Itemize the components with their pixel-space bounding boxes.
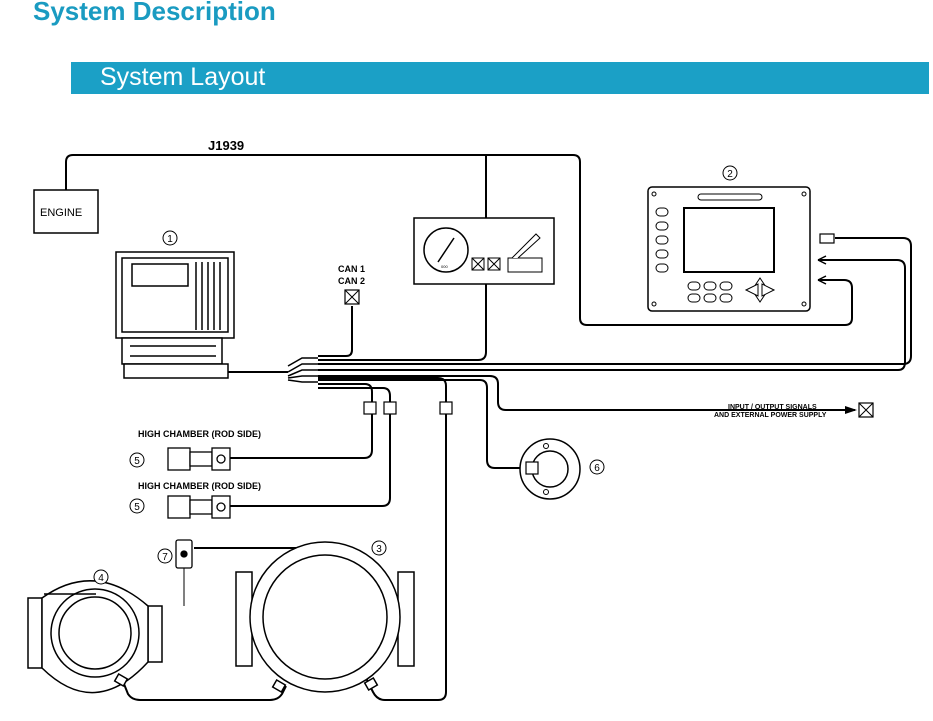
callout-5a-text: 5 bbox=[134, 456, 140, 467]
io-line bbox=[318, 375, 855, 411]
can1-label: CAN 1 bbox=[338, 264, 365, 274]
engine-box bbox=[33, 189, 99, 234]
callout-4-text: 4 bbox=[98, 573, 104, 584]
callout-3-text: 3 bbox=[376, 544, 382, 555]
bus-drop-line bbox=[318, 155, 487, 361]
sensor5a-line bbox=[230, 383, 373, 459]
pressure-sensor-a bbox=[167, 447, 231, 471]
display-unit bbox=[647, 186, 811, 312]
io-label-line2: AND EXTERNAL POWER SUPPLY bbox=[714, 412, 827, 419]
display-line-upper bbox=[318, 237, 912, 365]
callout-7 bbox=[157, 548, 173, 564]
io-arrow bbox=[845, 406, 857, 414]
callout-2-text: 2 bbox=[727, 169, 733, 180]
large-slew-ring bbox=[235, 541, 415, 693]
sensor-b-label: HIGH CHAMBER (ROD SIDE) bbox=[138, 481, 261, 491]
display-connector bbox=[819, 233, 835, 244]
gauge-panel bbox=[413, 217, 555, 285]
gauge-readout: 000 bbox=[441, 264, 448, 269]
callouts bbox=[93, 165, 738, 585]
connector-c bbox=[439, 401, 453, 415]
display-arrow-lower bbox=[817, 275, 827, 285]
controller-unit bbox=[115, 251, 235, 379]
connector-a bbox=[363, 401, 377, 415]
can2-label: CAN 2 bbox=[338, 276, 365, 286]
connector-b bbox=[383, 401, 397, 415]
loop-line-mid bbox=[123, 683, 287, 701]
engine-label: ENGINE bbox=[40, 207, 82, 219]
sensor6-line bbox=[318, 379, 526, 469]
angle-sensor bbox=[175, 539, 193, 569]
sensor5b-line bbox=[230, 387, 391, 507]
loop-line bbox=[318, 377, 447, 701]
callout-1-text: 1 bbox=[167, 234, 173, 245]
j1939-label: J1939 bbox=[208, 138, 244, 153]
harness-bundle bbox=[287, 357, 318, 383]
j1939-bus-line bbox=[65, 154, 853, 326]
callout-1 bbox=[162, 230, 178, 246]
callout-6 bbox=[589, 459, 605, 475]
display-line-lower bbox=[318, 259, 906, 371]
section-header-bar: System Layout bbox=[71, 62, 929, 94]
callout-5b bbox=[129, 498, 145, 514]
callout-5b-text: 5 bbox=[134, 502, 140, 513]
section-title: System Layout bbox=[100, 63, 266, 91]
callout-4 bbox=[93, 569, 109, 585]
callout-2 bbox=[722, 165, 738, 181]
callout-7-text: 7 bbox=[162, 552, 168, 563]
small-slew-ring bbox=[27, 580, 163, 694]
page-title: System Description bbox=[33, 0, 276, 26]
callout-6-text: 6 bbox=[594, 463, 600, 474]
callout-3 bbox=[371, 540, 387, 556]
callout-5a bbox=[129, 452, 145, 468]
can-line bbox=[318, 306, 353, 357]
io-label-line1: INPUT / OUTPUT SIGNALS bbox=[728, 404, 817, 411]
rotary-sensor bbox=[519, 438, 581, 500]
pressure-sensor-b bbox=[167, 495, 231, 519]
sensor-a-label: HIGH CHAMBER (ROD SIDE) bbox=[138, 429, 261, 439]
display-arrow-upper bbox=[817, 255, 827, 265]
